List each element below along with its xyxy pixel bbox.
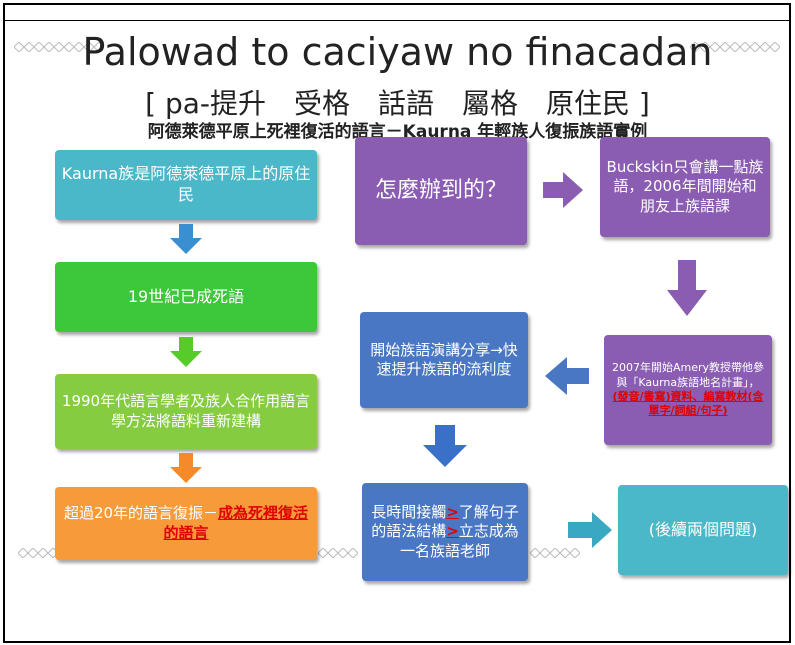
longterm-gt2: > [446, 522, 459, 541]
arrow-right-1 [543, 172, 583, 208]
longterm-part3: 立志成為一名族語老師 [399, 522, 519, 560]
page-frame [3, 3, 791, 643]
box-kaurna-people-text: Kaurna族是阿德萊德平原上的原住民 [61, 164, 311, 204]
box-dead-language-text: 19世紀已成死語 [127, 286, 245, 306]
box-buckskin-text: Buckskin只會講一點族語，2006年間開始和朋友上族語課 [606, 157, 764, 215]
ornament-bottom-right [530, 548, 580, 558]
arrow-down-2 [170, 337, 202, 367]
arrow-down-1 [170, 224, 202, 254]
ornament-bottom-left [18, 548, 58, 558]
longterm-part2: 了解句子的語法結構 [371, 502, 519, 541]
box-speech-text: 開始族語演講分享→快速提升族語的流利度 [370, 340, 518, 379]
ornament-bottom-mid [318, 548, 358, 558]
longterm-gt1: > [446, 502, 459, 521]
revitalization-plain: 超過20年的語言復振－ [63, 504, 219, 522]
box-how: 怎麼辦到的？ [355, 137, 527, 245]
arrow-right-2 [568, 512, 612, 548]
arrow-left-1 [545, 357, 589, 395]
box-amery: 2007年開始Amery教授帶他參與「Kaurna族語地名計畫」，(發音/書寫)… [604, 335, 772, 445]
box-speech: 開始族語演講分享→快速提升族語的流利度 [360, 312, 528, 408]
box-longterm-text: 長時間接觸>了解句子的語法結構>立志成為一名族語老師 [368, 503, 522, 562]
box-revitalization: 超過20年的語言復振－成為死裡復活的語言 [55, 487, 317, 560]
box-reconstruction: 1990年代語言學者及族人合作用語言學方法將語料重新建構 [55, 374, 317, 449]
box-followup-text: (後續兩個問題) [648, 519, 758, 539]
box-dead-language: 19世紀已成死語 [55, 262, 317, 332]
amery-plain: 2007年開始Amery教授帶他參與「Kaurna族語地名計畫」， [611, 361, 765, 389]
box-revitalization-text: 超過20年的語言復振－成為死裡復活的語言 [61, 504, 311, 543]
box-how-text: 怎麼辦到的？ [374, 177, 507, 203]
arrow-down-3 [170, 453, 202, 483]
box-kaurna-people: Kaurna族是阿德萊德平原上的原住民 [55, 150, 317, 220]
box-reconstruction-text: 1990年代語言學者及族人合作用語言學方法將語料重新建構 [61, 392, 311, 430]
box-longterm: 長時間接觸>了解句子的語法結構>立志成為一名族語老師 [362, 483, 528, 581]
arrow-down-4 [667, 260, 707, 316]
box-followup: (後續兩個問題) [618, 485, 788, 575]
box-amery-text: 2007年開始Amery教授帶他參與「Kaurna族語地名計畫」，(發音/書寫)… [610, 361, 766, 418]
arrow-down-5 [423, 425, 467, 467]
box-buckskin: Buckskin只會講一點族語，2006年間開始和朋友上族語課 [600, 137, 770, 237]
revitalization-emphasis: 成為死裡復活的語言 [163, 504, 309, 542]
top-rule [3, 20, 791, 21]
longterm-part1: 長時間接觸 [371, 502, 447, 521]
main-title: Palowad to caciyaw no finacadan [82, 30, 713, 74]
amery-emphasis: (發音/書寫)資料、編寫教材(含單字/詞組/句子) [612, 390, 764, 418]
gloss-line: [ pa-提升 受格 話語 屬格 原住民 ] [145, 87, 650, 120]
